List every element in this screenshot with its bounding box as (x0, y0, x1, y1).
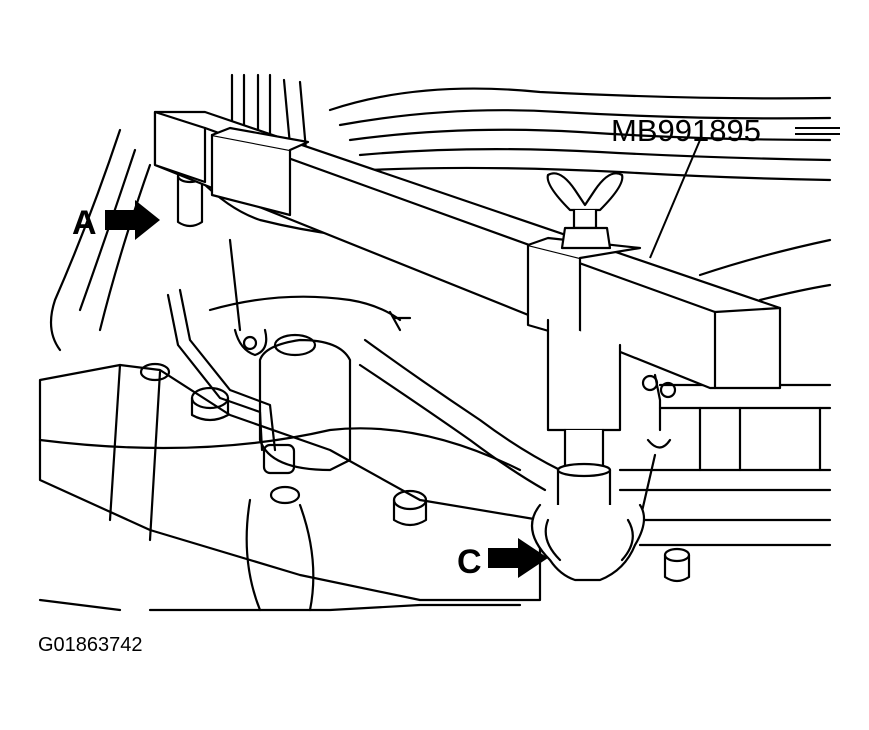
callout-arrow-c (488, 538, 548, 578)
engine-bay-outline (38, 87, 832, 612)
hoses (166, 178, 562, 492)
callout-arrow-a (105, 200, 160, 240)
tool-label: MB991895 (611, 113, 761, 148)
fitting-cap (663, 547, 691, 583)
callout-letter-c: C (457, 543, 482, 581)
hanger-chain (638, 373, 677, 522)
callout-letter-a: A (72, 204, 97, 242)
special-tool (153, 73, 782, 582)
reservoir-tank (258, 333, 352, 472)
tool-leader (649, 127, 840, 259)
figure-id: G01863742 (38, 634, 143, 656)
